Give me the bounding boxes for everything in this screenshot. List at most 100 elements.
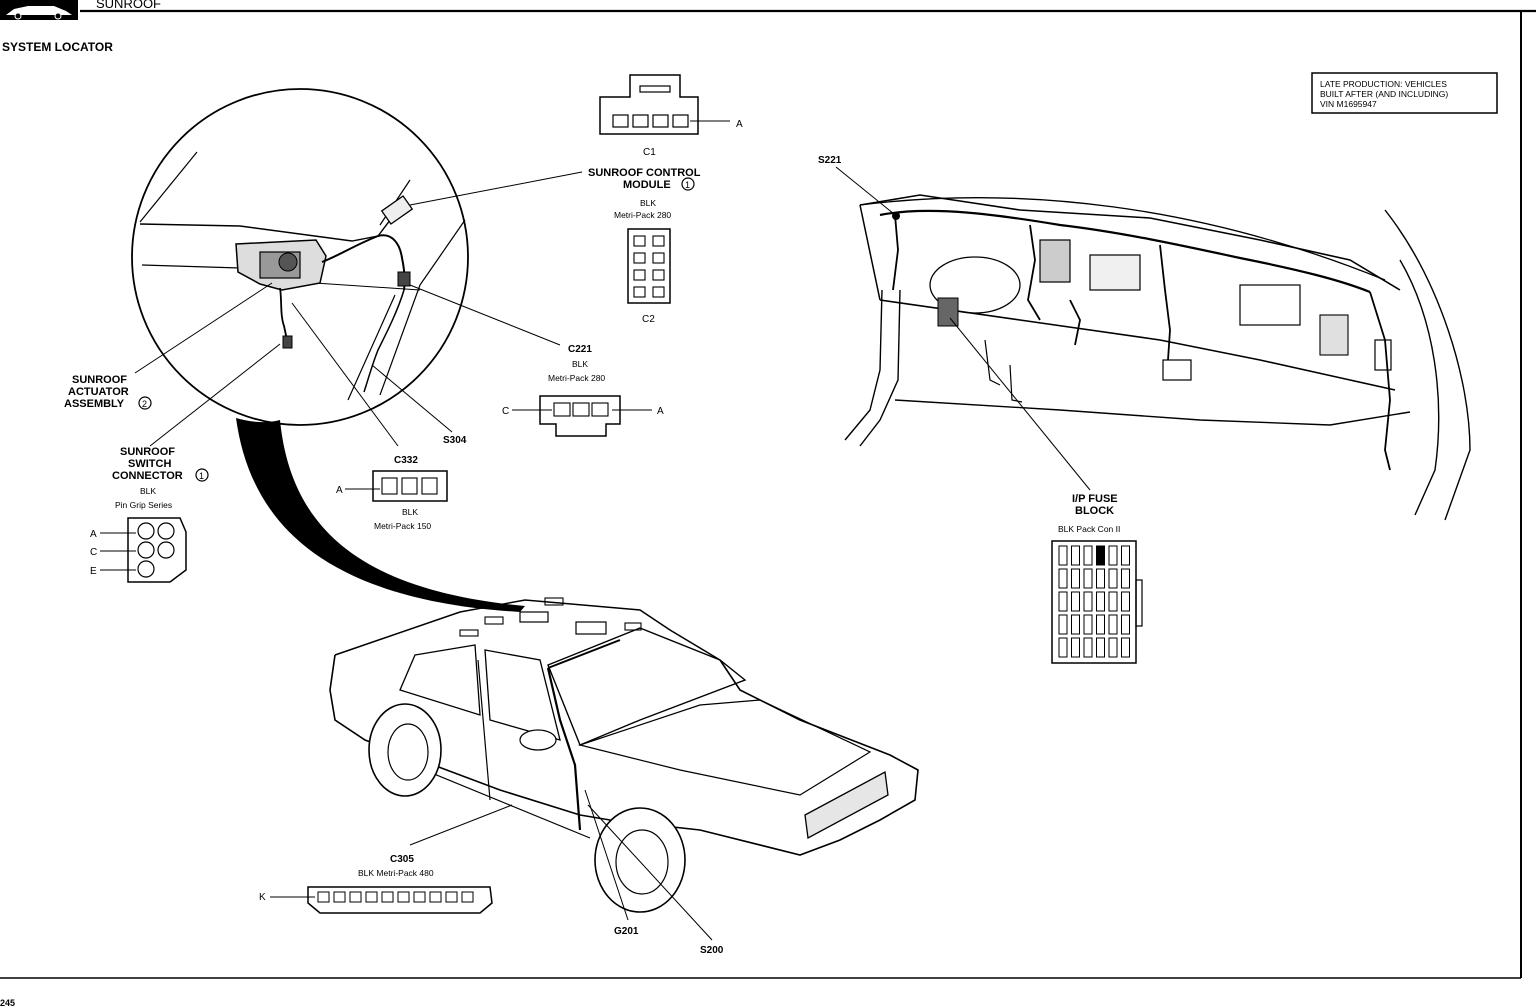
car-logo-wheel-rear (54, 12, 62, 20)
ip-glovebox (1239, 284, 1301, 326)
c305-leader (409, 804, 513, 846)
fuse-cavity (1071, 591, 1080, 612)
fuse-cavity (1096, 591, 1105, 612)
c305-cav (413, 891, 426, 903)
fuse-cavity (1096, 568, 1105, 589)
car-harness-roof (547, 639, 621, 669)
c2-cav-1 (633, 235, 646, 247)
c305-pin-label: K (259, 892, 266, 903)
s200-label: S200 (700, 945, 724, 956)
fuse-cavity (1096, 637, 1105, 658)
fuse-cavity (1058, 591, 1068, 612)
connector-c2: C2 (627, 228, 671, 325)
note-line-2: BUILT AFTER (AND INCLUDING) (1320, 89, 1448, 99)
c2-cav-3 (633, 252, 646, 264)
fuse-cavity (1121, 614, 1130, 635)
sunroof-control-module: SUNROOF CONTROL MODULE 1 BLK Metri-Pack … (409, 167, 701, 220)
ip-top-outline (859, 194, 1401, 291)
ip-lower-outline (879, 299, 1396, 391)
c221-series: Metri-Pack 280 (548, 373, 605, 383)
c221-label: C221 (568, 344, 592, 355)
fuse-cavity (1058, 637, 1068, 658)
actuator-ref-number: 2 (142, 399, 147, 409)
page-title: SYSTEM LOCATOR (2, 40, 113, 54)
c332-label: C332 (394, 455, 418, 466)
fuse-block-tab (1135, 579, 1143, 627)
c221-cav-2 (572, 402, 590, 417)
c305-cav (349, 891, 362, 903)
actuator-label-line-3: ASSEMBLY (64, 398, 125, 410)
module-color: BLK (640, 198, 656, 208)
car-logo-wheel-front (14, 12, 22, 20)
car-sunroof-glass-2 (575, 621, 607, 635)
sunroof-harness (321, 234, 406, 291)
ip-right-pillar-2 (1399, 259, 1440, 516)
c221-leader (404, 282, 561, 346)
c221-outline (539, 395, 621, 437)
actuator-leader (134, 282, 273, 374)
g201-label: G201 (614, 926, 639, 937)
c2-cav-6 (652, 269, 665, 281)
roof-panel-line-left (139, 151, 198, 223)
switch-connector: SUNROOF SWITCH CONNECTOR 1 BLK Pin Grip … (90, 446, 209, 583)
switch-pin-a: A (90, 529, 97, 540)
fuse-cavity (1071, 637, 1080, 658)
switch-pin-c: C (90, 547, 97, 558)
switch-cav-e (137, 560, 155, 578)
c1-cavity-1 (612, 114, 629, 128)
car-illustration (329, 597, 919, 913)
car-rear-wheel-hub (387, 723, 429, 781)
c332-leader (291, 302, 399, 447)
actuator-label-line-1: SUNROOF (72, 374, 127, 386)
c332-cav-2 (401, 477, 418, 495)
ip-harness-drop-3 (1369, 291, 1391, 471)
ip-fuse-block-location (937, 297, 959, 327)
c305-cavities (317, 891, 474, 903)
c305-desc: BLK Metri-Pack 480 (358, 868, 434, 878)
c1-pin-label: A (736, 119, 743, 130)
s221-leader (835, 166, 895, 215)
c305-cav (461, 891, 474, 903)
note-line-1: LATE PRODUCTION: VEHICLES (1320, 79, 1447, 89)
roof-panel-line-lower (141, 264, 241, 269)
sunroof-harness-2 (363, 289, 405, 393)
module-label-line-2: MODULE (623, 179, 671, 191)
fuse-cavity (1108, 545, 1118, 566)
pillar-line-right (379, 284, 421, 396)
fuse-cavity (1058, 568, 1068, 589)
car-mirror (519, 729, 557, 751)
c305-cav (381, 891, 394, 903)
car-side-window-rear (399, 644, 481, 716)
c2-cav-4 (652, 252, 665, 264)
fuse-cavity (1083, 637, 1093, 658)
late-production-note: LATE PRODUCTION: VEHICLES BUILT AFTER (A… (1311, 72, 1498, 114)
fuse-cavity (1108, 637, 1118, 658)
c1-cavity-4 (672, 114, 689, 128)
car-windshield (547, 627, 747, 746)
s221-label: S221 (818, 155, 842, 166)
module-ref-number: 1 (685, 180, 690, 190)
c305-cav (445, 891, 458, 903)
c305-cav (397, 891, 410, 903)
c1-outline (599, 74, 699, 135)
connector-c1: A C1 (599, 74, 743, 158)
ip-harness-drop-1 (1027, 224, 1041, 321)
switch-label-line-3: CONNECTOR (112, 470, 183, 482)
splice-s221: S221 (818, 155, 895, 215)
module-ref-badge (681, 177, 695, 191)
c305-label: C305 (390, 854, 414, 865)
splice-s200: S200 (587, 804, 724, 956)
fuse-block-desc: BLK Pack Con II (1058, 524, 1120, 534)
pillar-line-left (347, 294, 396, 401)
actuator-motor (278, 252, 298, 272)
actuator-label: SUNROOF ACTUATOR ASSEMBLY 2 (64, 374, 152, 410)
fuse-cavity-grid (1058, 545, 1130, 658)
g201-leader (584, 789, 629, 921)
c1-cavity-2 (632, 114, 649, 128)
fuse-cavity (1096, 614, 1105, 635)
fuse-cavity (1071, 545, 1080, 566)
c1-latch (639, 85, 671, 93)
switch-label-line-1: SUNROOF (120, 446, 175, 458)
ip-harness-drop-4 (1069, 299, 1081, 346)
fuse-cavity (1083, 568, 1093, 589)
